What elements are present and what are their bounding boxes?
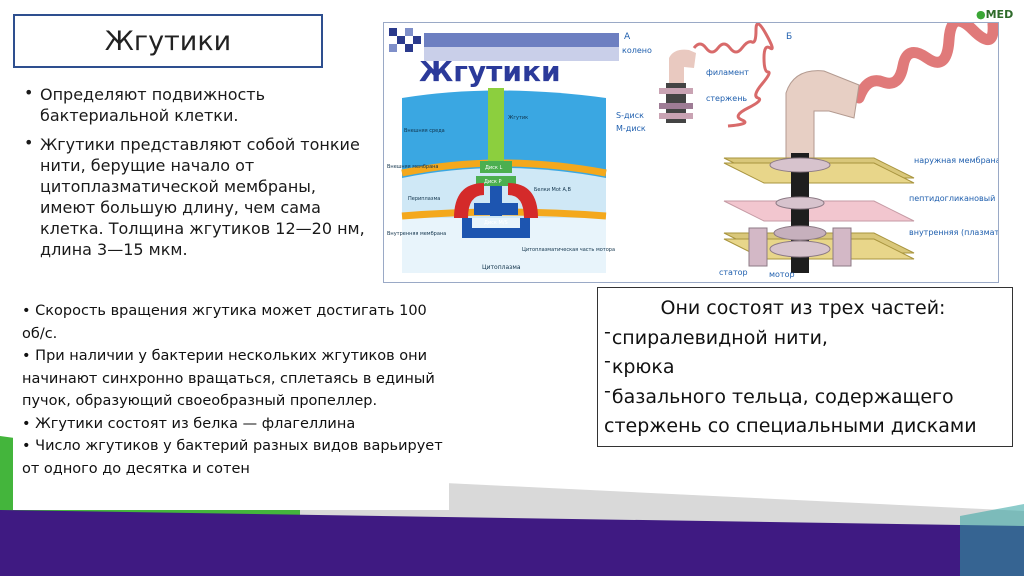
- label-b-peptidoglycan: пептидогликановый слой: [909, 194, 998, 203]
- label-b-stator: статор: [719, 268, 748, 277]
- parts-item: базального тельца, содержащего стержень …: [604, 383, 1002, 442]
- cross-section: [401, 88, 607, 273]
- purple-stripe: [0, 510, 1024, 576]
- bullet-item: Определяют подвижность бактериальной кле…: [24, 82, 370, 126]
- label-panel-a: А: [624, 32, 631, 42]
- label-motor: Цитоплазматическая часть мотора: [522, 247, 615, 253]
- logo-mark-icon: ●: [976, 8, 986, 21]
- header-bar: [424, 33, 619, 47]
- label-b-inner-membrane: внутренняя (плазматическая) мембрана: [909, 228, 998, 237]
- bullet-item: Жгутики представляют собой тонкие нити, …: [24, 132, 370, 260]
- label-outer-membrane: Внешняя мембрана: [387, 164, 439, 170]
- label-mot-proteins: Белки Mot A,B: [534, 187, 571, 193]
- panel-a-structure: [659, 23, 774, 128]
- label-a-hook: колено: [622, 46, 652, 55]
- header-squares: [389, 28, 421, 52]
- flagellum-diagram-svg: Жгутики Внешняя среда Жгутик Внешняя мем…: [387, 23, 998, 279]
- label-a-rod: стержень: [706, 94, 747, 103]
- parts-item: спиралевидной нити,: [604, 324, 1002, 354]
- flagellum-diagram: Жгутики Внешняя среда Жгутик Внешняя мем…: [383, 22, 999, 283]
- diagram-title: Жгутики: [419, 55, 561, 88]
- label-a-s-disk: S-диск: [616, 111, 644, 120]
- fact-item: • Скорость вращения жгутика может достиг…: [22, 303, 427, 342]
- label-a-m-disk: M-диск: [616, 124, 646, 133]
- label-outer-env: Внешняя среда: [404, 128, 445, 134]
- parts-item: крюка: [604, 353, 1002, 383]
- logo-text: MED: [985, 8, 1014, 21]
- fact-item: • Число жгутиков у бактерий разных видов…: [22, 438, 443, 477]
- header-bar-light: [424, 47, 619, 61]
- parts-box: Они состоят из трех частей: спиралевидно…: [597, 287, 1013, 447]
- panel-b-structure: [723, 23, 998, 273]
- main-bullet-list: Определяют подвижность бактериальной кле…: [20, 82, 370, 268]
- label-cytoplasm: Цитоплазма: [482, 264, 521, 271]
- label-a-filament: филамент: [706, 68, 749, 77]
- fact-item: • Жгутики состоят из белка — флагеллина: [22, 415, 356, 432]
- label-filament: Жгутик: [508, 115, 528, 121]
- label-b-motor: мотор: [769, 270, 795, 279]
- fact-item: • При наличии у бактерии нескольких жгут…: [22, 348, 435, 409]
- slide-title-text: Жгутики: [104, 25, 232, 57]
- parts-heading: Они состоят из трех частей:: [660, 297, 946, 319]
- label-panel-b: Б: [786, 32, 792, 42]
- slide-title: Жгутики: [13, 14, 323, 68]
- teal-accent: [960, 504, 1024, 576]
- label-disk-l: Диск L: [485, 165, 503, 171]
- label-b-outer-membrane: наружная мембрана: [914, 156, 998, 165]
- label-disk-ms: Диск M/S: [484, 220, 508, 226]
- label-periplasm: Периплазма: [408, 196, 440, 202]
- label-inner-membrane: Внутренняя мембрана: [387, 231, 446, 237]
- label-disk-p: Диск P: [484, 179, 502, 185]
- facts-box: • Скорость вращения жгутика может достиг…: [13, 296, 449, 510]
